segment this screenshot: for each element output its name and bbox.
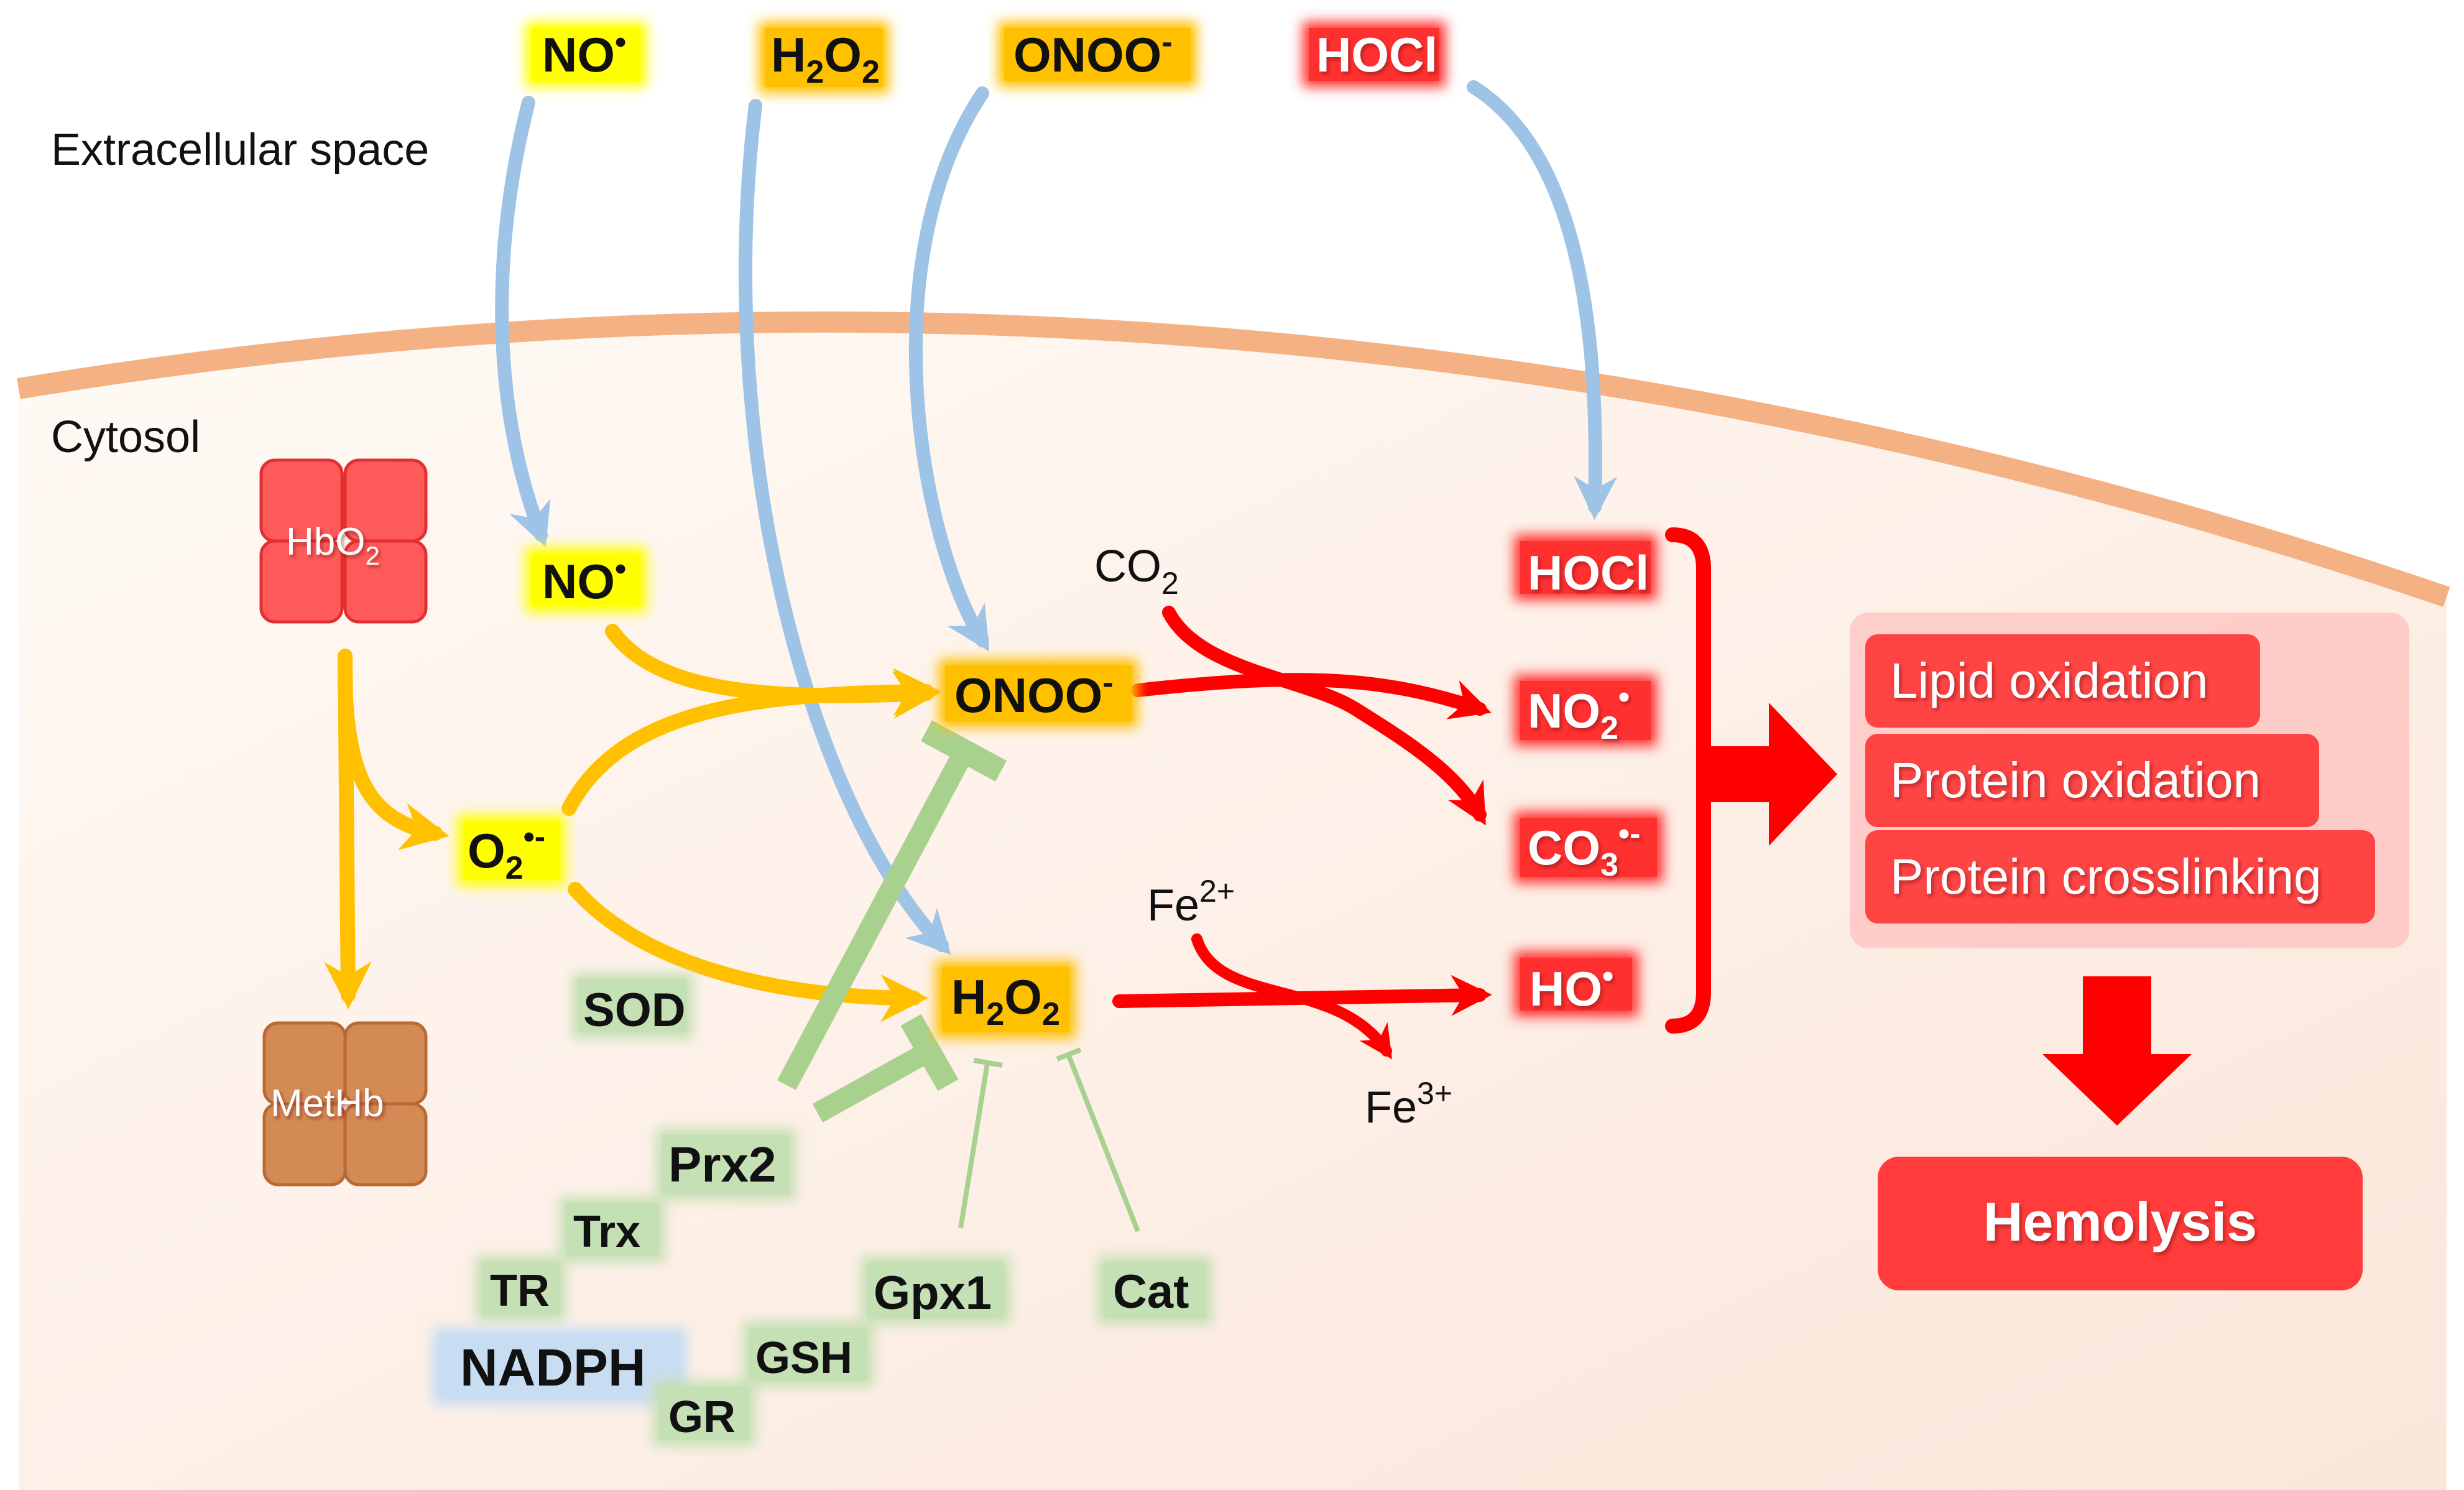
reactive-species-bracket [1665,527,1711,1034]
svg-text:Prx2: Prx2 [668,1137,776,1192]
svg-text:ONOO-: ONOO- [1013,24,1173,82]
svg-text:TR: TR [490,1266,550,1316]
co2-to-co3-arrow [1162,606,1487,826]
svg-text:Trx: Trx [573,1207,640,1257]
onoo-entry-arrow [908,86,990,652]
svg-text:NO•: NO• [542,551,626,609]
cytosol-no-label: NO• [525,547,647,613]
cat-inhibits-h2o2 [1056,1047,1140,1233]
co2-label: CO2 [1094,542,1179,601]
fe2-to-fe3-arrow [1191,933,1393,1060]
svg-text:HOCl: HOCl [1528,545,1649,600]
extracellular-no-label: NO• [525,22,647,87]
svg-text:Lipid oxidation: Lipid oxidation [1890,653,2208,708]
no2-radical-label: NO2• [1514,675,1657,746]
svg-text:CO3•-: CO3•- [1528,816,1640,883]
svg-text:Gpx1: Gpx1 [874,1267,992,1320]
to-damage-arrow [1707,703,1837,846]
no-entry-arrow [495,96,551,547]
gsh-label: GSH [743,1321,874,1387]
cat-label: Cat [1097,1256,1212,1325]
co3-radical-label: CO3•- [1514,812,1663,883]
superoxide-to-onoo-arrow [561,668,941,816]
svg-text:Cat: Cat [1113,1266,1189,1318]
fe2-label: Fe2+ [1147,874,1235,930]
outcome-lipid-oxidation: Lipid oxidation [1865,634,2260,728]
prx2-label: Prx2 [656,1129,796,1200]
cytosol-onoo-label: ONOO- [939,659,1138,728]
hemolysis-box: Hemolysis [1878,1157,2363,1290]
svg-text:HOCl: HOCl [1316,27,1437,82]
outcome-protein-oxidation: Protein oxidation [1865,734,2319,827]
svg-text:GSH: GSH [755,1333,852,1383]
trx-label: Trx [560,1197,665,1262]
sod-label: SOD [572,973,693,1039]
gr-label: GR [653,1381,755,1446]
svg-text:MetHb: MetHb [270,1082,384,1125]
svg-text:HbO2: HbO2 [286,521,380,570]
gpx1-label: Gpx1 [861,1256,1010,1325]
superoxide-label: O2•- [457,815,566,886]
to-hemolysis-arrow [2042,976,2192,1126]
cytosol-h2o2-label: H2O2 [936,961,1076,1039]
svg-text:H2O2: H2O2 [951,969,1060,1032]
superoxide-to-h2o2-arrow [568,882,929,1022]
nadph-label: NADPH [432,1328,687,1405]
extracellular-h2o2-label: H2O2 [759,22,889,93]
tr-label: TR [476,1256,566,1321]
fe3-label: Fe3+ [1365,1076,1452,1132]
outcome-protein-crosslinking: Protein crosslinking [1865,830,2375,923]
svg-text:Protein crosslinking: Protein crosslinking [1890,849,2322,904]
extracellular-space-label: Extracellular space [51,125,429,175]
svg-text:Hemolysis: Hemolysis [1983,1191,2257,1252]
svg-text:H2O2: H2O2 [771,27,880,90]
svg-text:Protein oxidation: Protein oxidation [1890,752,2261,808]
svg-text:GR: GR [668,1392,736,1442]
svg-text:NO2•: NO2• [1528,679,1630,746]
svg-text:NO•: NO• [542,24,626,82]
cell-membrane [17,311,2450,608]
onoo-to-no2-arrow [1131,673,1492,720]
prx2-inhibits-onoo [777,720,1007,1090]
h2o2-entry-arrow [739,99,951,955]
hocl-entry-arrow [1467,80,1618,521]
svg-text:ONOO-: ONOO- [954,665,1114,723]
gpx1-inhibits-h2o2 [958,1058,1003,1229]
svg-text:SOD: SOD [583,984,686,1037]
hydroxyl-radical-label: HO• [1514,951,1638,1017]
hbo2-to-superoxide-arrow [338,677,450,851]
hbo2-tetramer: HbO2 [259,458,428,624]
reactive-hocl-label: HOCl [1514,535,1657,600]
extracellular-onoo-label: ONOO- [998,22,1197,87]
extracellular-hocl-label: HOCl [1303,22,1446,87]
prx2-inhibits-h2o2 [812,1014,959,1122]
svg-text:O2•-: O2•- [468,819,545,886]
svg-text:NADPH: NADPH [460,1338,646,1397]
svg-text:HO•: HO• [1530,958,1613,1016]
cytosol-label: Cytosol [51,412,200,462]
methb-tetramer: MetHb [262,1021,428,1187]
